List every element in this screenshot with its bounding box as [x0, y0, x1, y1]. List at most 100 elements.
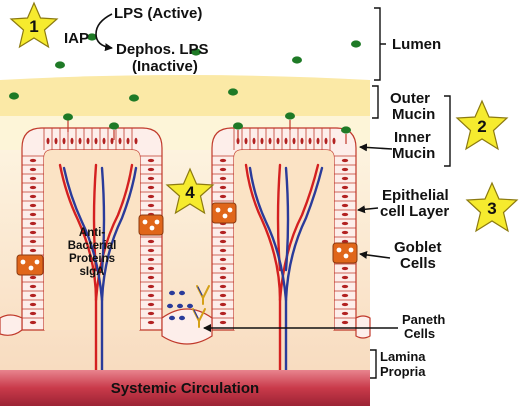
epithelial-pointer	[357, 205, 379, 214]
cell-nucleus	[147, 284, 155, 289]
cell-nucleus	[29, 194, 37, 199]
cell-nucleus	[147, 293, 155, 298]
svg-text:2: 2	[477, 117, 486, 136]
outer-mucin-label-2: Mucin	[392, 106, 435, 123]
goblet-cell	[16, 254, 44, 276]
cell-nucleus	[147, 248, 155, 253]
cell-nucleus	[147, 320, 155, 325]
cell-nucleus	[219, 194, 227, 199]
cell-nucleus	[219, 176, 227, 181]
cell-nucleus	[29, 311, 37, 316]
artery	[58, 163, 98, 387]
cell-nucleus	[147, 239, 155, 244]
cell-nucleus	[29, 239, 37, 244]
cell-nucleus	[29, 320, 37, 325]
goblet-cell	[138, 214, 164, 236]
cell-nucleus	[219, 248, 227, 253]
cell-nucleus	[276, 137, 280, 145]
cell-nucleus	[94, 137, 98, 145]
cell-nucleus	[134, 137, 138, 145]
cell-nucleus	[110, 137, 114, 145]
cell-nucleus	[78, 137, 82, 145]
cell-nucleus	[62, 137, 66, 145]
cell-nucleus	[341, 185, 349, 190]
cell-nucleus	[341, 194, 349, 199]
svg-text:1: 1	[29, 17, 38, 36]
iap-label: IAP	[64, 30, 89, 47]
antibacterial-proteins-dots	[167, 290, 193, 321]
cell-nucleus	[147, 302, 155, 307]
paneth-label-1: Paneth	[402, 312, 445, 327]
siga-antibodies	[192, 285, 210, 328]
star-1: 1	[9, 1, 59, 49]
cell-nucleus	[341, 284, 349, 289]
cell-nucleus	[341, 176, 349, 181]
cell-nucleus	[219, 293, 227, 298]
cell-nucleus	[268, 137, 272, 145]
cell-nucleus	[300, 137, 304, 145]
cell-nucleus	[29, 230, 37, 235]
cell-nucleus	[29, 302, 37, 307]
cell-nucleus	[29, 248, 37, 253]
cell-nucleus	[244, 137, 248, 145]
vein	[62, 166, 104, 302]
cell-nucleus	[219, 239, 227, 244]
goblet-cell	[332, 242, 358, 264]
cell-nucleus	[341, 167, 349, 172]
cell-nucleus	[126, 137, 130, 145]
cell-nucleus	[29, 185, 37, 190]
cell-nucleus	[29, 293, 37, 298]
lamina-label-1: Lamina	[380, 349, 426, 364]
antibacterial-label-2: Bacterial	[68, 240, 117, 252]
cell-nucleus	[29, 275, 37, 280]
cell-nucleus	[147, 176, 155, 181]
cell-nucleus	[147, 266, 155, 271]
cell-nucleus	[147, 311, 155, 316]
star-2: 2	[455, 99, 509, 151]
cell-nucleus	[324, 137, 328, 145]
lamina-label-2: Propria	[380, 364, 426, 379]
cell-nucleus	[147, 203, 155, 208]
cell-nucleus	[29, 176, 37, 181]
cell-nucleus	[219, 257, 227, 262]
vein	[284, 166, 290, 272]
cell-nucleus	[236, 137, 240, 145]
cell-nucleus	[219, 320, 227, 325]
lumen-bracket	[374, 7, 386, 81]
inner-mucin-label-2: Mucin	[392, 145, 435, 162]
lps-active-label: LPS (Active)	[114, 5, 202, 22]
goblet-cell	[211, 202, 237, 224]
mucin-group-bracket	[444, 95, 451, 167]
goblet-label-1: Goblet	[394, 239, 442, 256]
cell-nucleus	[219, 158, 227, 163]
cell-nucleus	[54, 137, 58, 145]
cell-nucleus	[341, 239, 349, 244]
cell-nucleus	[102, 137, 106, 145]
outer-mucin-layer	[0, 75, 370, 118]
cell-nucleus	[29, 203, 37, 208]
vein	[100, 166, 106, 272]
cell-nucleus	[147, 275, 155, 280]
lamina-bracket	[370, 349, 377, 379]
cell-nucleus	[70, 137, 74, 145]
goblet-cells	[16, 202, 358, 276]
cell-nucleus	[341, 275, 349, 280]
cell-nucleus	[147, 185, 155, 190]
cell-nucleus	[341, 320, 349, 325]
surface-lps	[63, 112, 351, 144]
epithelial-label-1: Epithelial	[382, 187, 449, 204]
svg-text:3: 3	[487, 199, 496, 218]
cell-nucleus	[316, 137, 320, 145]
cell-nucleus	[219, 275, 227, 280]
cell-nucleus	[219, 167, 227, 172]
cell-nucleus	[260, 137, 264, 145]
vein	[248, 166, 288, 302]
cell-nucleus	[147, 194, 155, 199]
blood-vessels-left	[58, 163, 138, 387]
antibacterial-label-1: Anti-	[79, 227, 105, 239]
outer-mucin-label-1: Outer	[390, 90, 430, 107]
antibacterial-label-3: Proteins	[69, 253, 115, 265]
lumen-label: Lumen	[392, 36, 441, 53]
cell-nucleus	[341, 266, 349, 271]
cell-nucleus	[29, 167, 37, 172]
